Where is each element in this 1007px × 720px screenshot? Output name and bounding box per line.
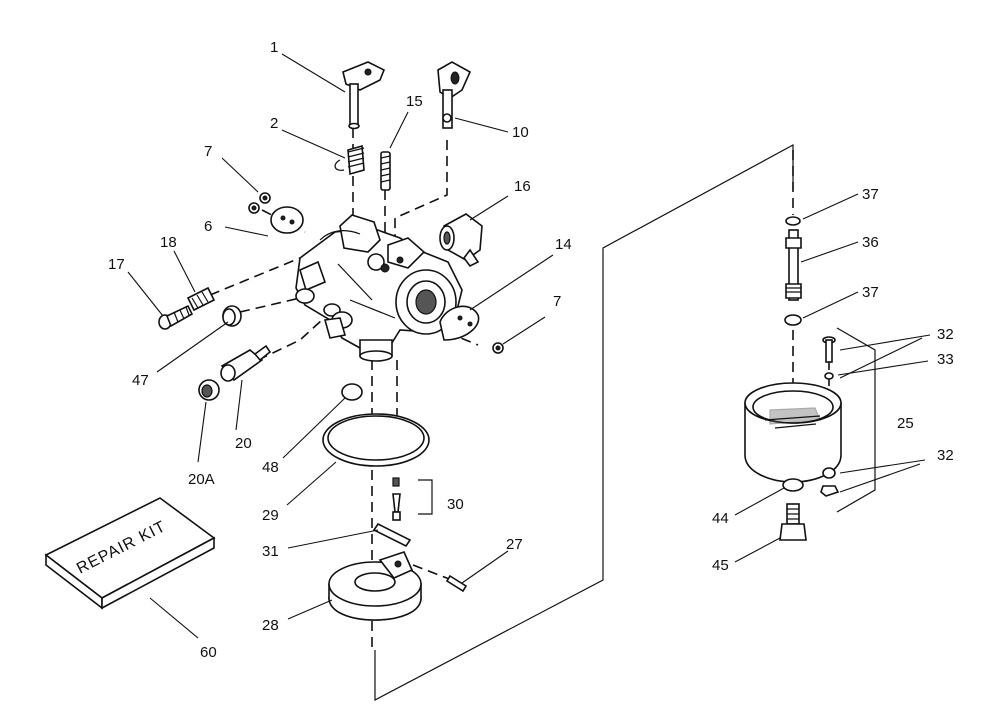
callout-60: 60 [200, 644, 217, 661]
callout-32-lower: 32 [937, 447, 954, 464]
callout-31: 31 [262, 543, 279, 560]
callout-17: 17 [108, 256, 125, 273]
fuel-inlet-part-16 [439, 213, 483, 268]
repair-kit-part-60: REPAIR KIT [44, 497, 216, 610]
float-pin-part-27 [445, 574, 468, 593]
clip-part-31 [372, 522, 412, 548]
callout-44: 44 [712, 510, 729, 527]
callout-16: 16 [514, 178, 531, 195]
needle-seat-part-30 [392, 477, 433, 521]
o-ring-part-37-lower [784, 314, 802, 326]
callout-32-upper: 32 [937, 326, 954, 343]
fuel-bowl-part-25 [744, 382, 842, 483]
throttle-shaft-part-1 [342, 61, 386, 130]
callout-10: 10 [512, 124, 529, 141]
callout-37-lower: 37 [862, 284, 879, 301]
callout-30: 30 [447, 496, 464, 513]
callout-20: 20 [235, 435, 252, 452]
callout-labels: 1 2 15 10 7 16 6 18 17 14 7 47 20 48 20A… [108, 39, 954, 661]
callout-33: 33 [937, 351, 954, 368]
callout-7-upper: 7 [204, 143, 212, 160]
screw-part-7-lower [492, 342, 504, 354]
washer-part-44 [782, 478, 804, 492]
idle-screw-part-17 [158, 304, 194, 330]
o-ring-part-37-upper [785, 216, 801, 226]
callout-36: 36 [862, 234, 879, 251]
callout-28: 28 [262, 617, 279, 634]
callout-48: 48 [262, 459, 279, 476]
drain-parts-part-32-lower [820, 467, 840, 497]
carburetor-body [295, 214, 463, 362]
gasket-part-29 [322, 413, 430, 467]
main-jet-part-20 [220, 344, 272, 382]
leader-lines [127, 53, 931, 639]
callout-7-lower: 7 [553, 293, 561, 310]
callout-25: 25 [897, 415, 914, 432]
callout-27: 27 [506, 536, 523, 553]
callout-20a: 20A [188, 471, 215, 488]
nozzle-part-36 [785, 229, 802, 301]
bowl-nut-part-45 [779, 503, 807, 541]
callout-47: 47 [132, 372, 149, 389]
washer-part-33 [824, 372, 834, 380]
choke-plate-part-14 [439, 305, 480, 341]
bracket-part-25 [836, 327, 876, 513]
welch-plug-part-47 [222, 305, 242, 327]
callout-6: 6 [204, 218, 212, 235]
callout-14: 14 [555, 236, 572, 253]
choke-shaft-part-10 [437, 61, 472, 129]
idle-spring-part-18 [186, 286, 216, 312]
callout-2: 2 [270, 115, 278, 132]
screw-part-15 [380, 151, 391, 191]
callout-45: 45 [712, 557, 729, 574]
callout-18: 18 [160, 234, 177, 251]
throttle-plate-part-6 [270, 206, 304, 234]
plug-part-20a [198, 379, 220, 401]
assembly-connector-line [374, 143, 794, 701]
spring-part-2 [334, 144, 365, 176]
callout-1: 1 [270, 39, 278, 56]
bolt-part-32-upper [822, 336, 836, 363]
callout-29: 29 [262, 507, 279, 524]
callout-37-upper: 37 [862, 186, 879, 203]
callout-15: 15 [406, 93, 423, 110]
float-part-28 [328, 551, 422, 621]
screws-part-7-upper [248, 192, 271, 214]
o-ring-part-48 [341, 383, 363, 401]
assembly-lines [209, 128, 830, 650]
